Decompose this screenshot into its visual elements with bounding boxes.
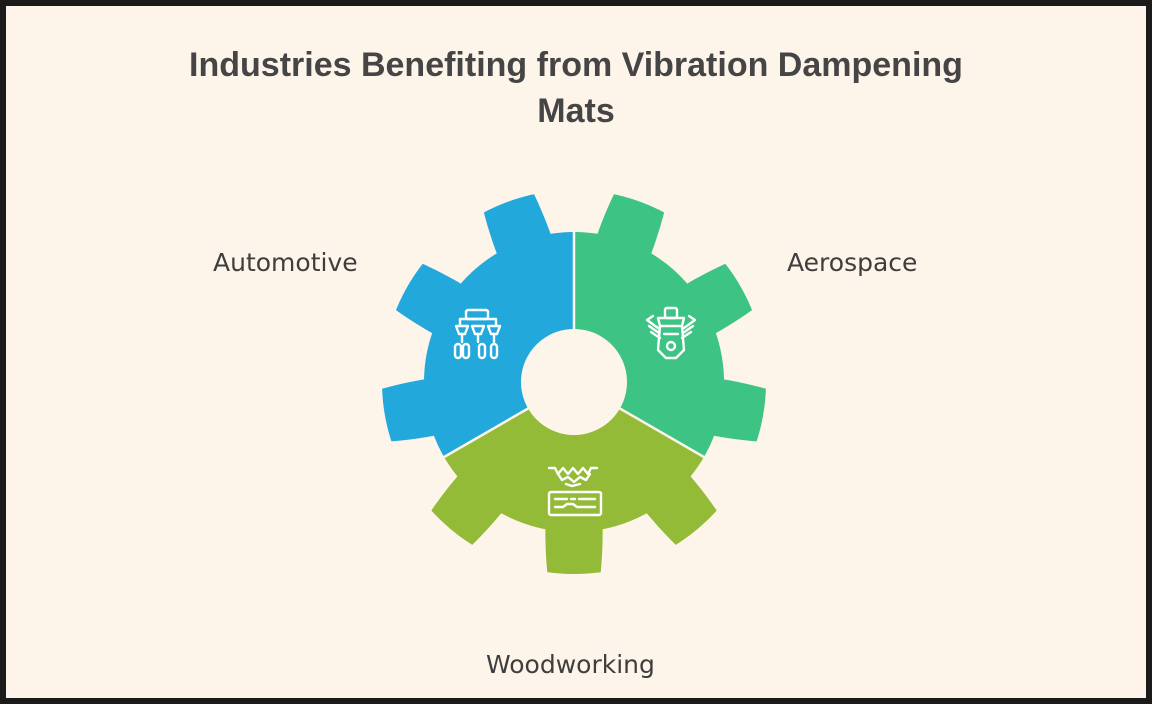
segment-label-aerospace: Aerospace <box>787 248 918 277</box>
segment-label-automotive: Automotive <box>213 248 358 277</box>
segment-label-woodworking: Woodworking <box>486 650 655 679</box>
segment-divider <box>403 406 530 482</box>
wood-saw-icon <box>547 466 603 517</box>
engine-icon <box>645 306 697 360</box>
segment-divider <box>618 406 745 482</box>
page-title: Industries Benefiting from Vibration Dam… <box>189 46 963 130</box>
diagram-canvas: Industries Benefiting from Vibration Dam… <box>6 6 1146 698</box>
gear-diagram <box>382 186 766 574</box>
machinery-icon <box>453 308 502 360</box>
